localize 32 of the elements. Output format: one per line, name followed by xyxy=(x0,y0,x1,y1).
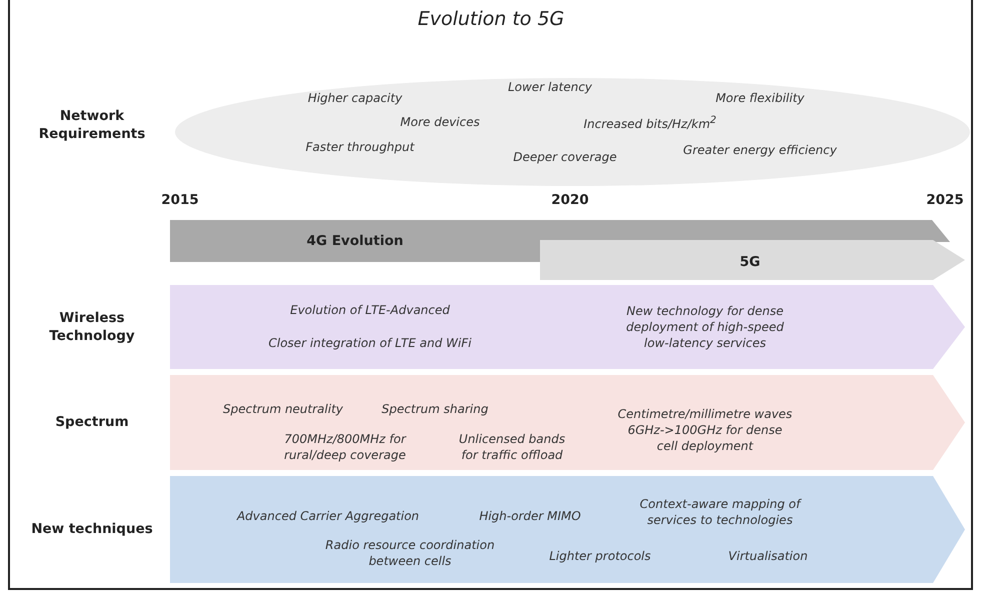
band-text: Advanced Carrier Aggregation xyxy=(236,508,420,524)
row-heading: Network Requirements xyxy=(38,107,146,143)
requirement-text: More flexibility xyxy=(714,90,806,106)
band-text: Spectrum neutrality xyxy=(222,401,344,417)
year-label: 2015 xyxy=(160,191,200,209)
requirement-text: Increased bits/Hz/km$^{2}$ xyxy=(582,114,718,132)
row-heading: Wireless Technology xyxy=(48,309,136,345)
requirement-text: More devices xyxy=(399,114,481,130)
requirement-text: Faster throughput xyxy=(304,139,416,155)
band-text: Unlicensed bands for traffic offload xyxy=(458,431,566,463)
band-text: Lighter protocols xyxy=(548,548,652,564)
band-text: Evolution of LTE-Advanced xyxy=(289,302,451,318)
phase-label: 4G Evolution xyxy=(306,232,404,250)
title: Evolution to 5G xyxy=(416,8,566,30)
band-text: Radio resource coordination between cells xyxy=(324,537,496,569)
requirement-text: Lower latency xyxy=(506,79,594,95)
row-heading: New techniques xyxy=(30,520,154,538)
requirement-text: Higher capacity xyxy=(306,90,404,106)
band-text: Virtualisation xyxy=(727,548,809,564)
band-text: New technology for dense deployment of high-speed low-latency services xyxy=(625,303,785,351)
row-heading: Spectrum xyxy=(54,413,130,431)
band-text: Closer integration of LTE and WiFi xyxy=(268,335,472,351)
year-label: 2020 xyxy=(550,191,590,209)
phase-label: 5G xyxy=(738,253,762,271)
requirement-text: Deeper coverage xyxy=(512,149,618,165)
requirement-text: Greater energy efficiency xyxy=(682,142,838,158)
band-text: High-order MIMO xyxy=(478,508,582,524)
band-text: 700MHz/800MHz for rural/deep coverage xyxy=(283,431,408,463)
band-text: Centimetre/millimetre waves 6GHz->100GHz for dense cell deployment xyxy=(618,406,792,454)
year-label: 2025 xyxy=(925,191,965,209)
band-text: Spectrum sharing xyxy=(380,401,490,417)
band-text: Context-aware mapping of services to technologies xyxy=(638,496,803,528)
